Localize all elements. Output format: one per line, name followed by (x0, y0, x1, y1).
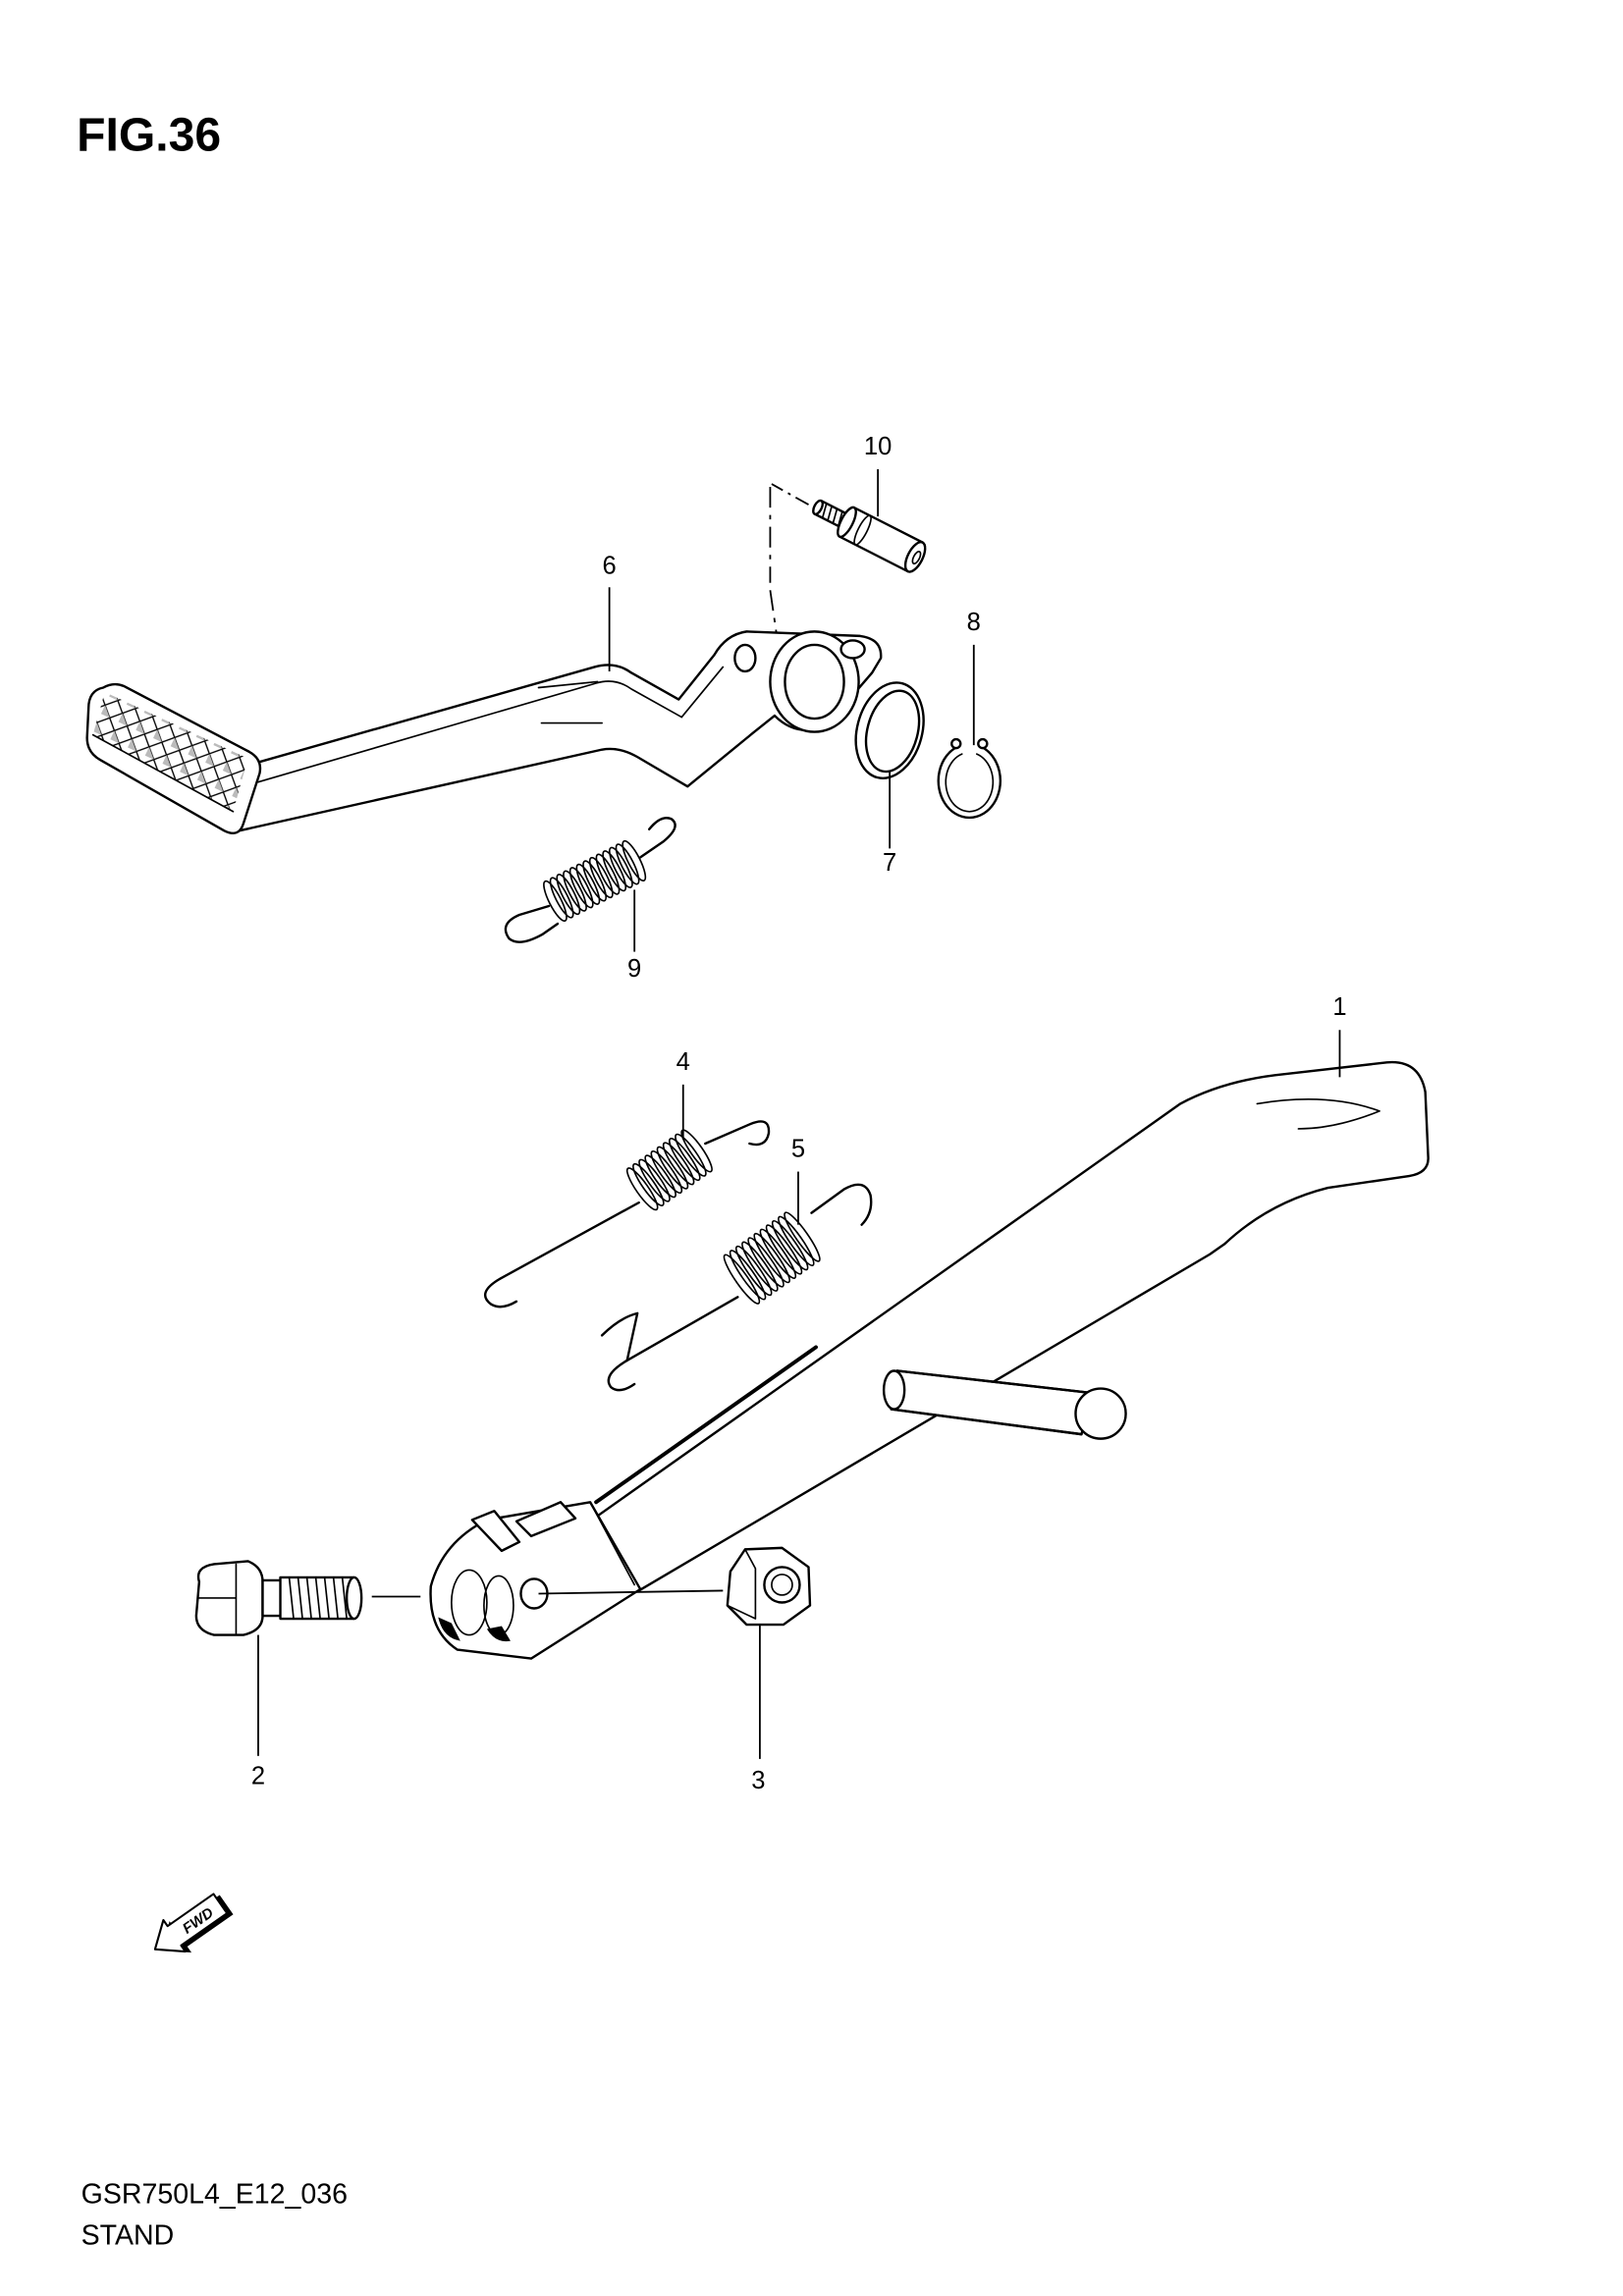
part-2-bolt (194, 1560, 363, 1636)
part-1-side-stand (429, 1060, 1430, 1660)
callout-8: 8 (967, 609, 981, 636)
callout-6: 6 (603, 553, 617, 580)
diagram-caption: STAND (81, 2219, 175, 2251)
part-10-pin (769, 483, 927, 672)
part-6-lever (85, 630, 883, 834)
diagram-code: GSR750L4_E12_036 (81, 2178, 348, 2210)
callout-2: 2 (251, 1762, 265, 1789)
callout-labels: 1 2 3 4 5 6 7 8 9 10 (251, 433, 1347, 1794)
leader-lines (257, 469, 1341, 1759)
callout-7: 7 (883, 849, 896, 877)
fwd-arrow-icon: FWD (153, 1893, 234, 1953)
callout-10: 10 (864, 433, 892, 460)
figure-title: FIG.36 (77, 108, 221, 161)
part-5-spring (600, 1183, 873, 1392)
part-7-washer (854, 681, 925, 779)
callout-1: 1 (1332, 993, 1346, 1021)
callout-3: 3 (751, 1767, 765, 1794)
callout-5: 5 (791, 1136, 805, 1163)
callout-4: 4 (676, 1048, 690, 1076)
part-8-circlip (937, 737, 1002, 820)
callout-9: 9 (627, 955, 641, 983)
part-3-nut (726, 1546, 812, 1627)
part-9-spring (504, 817, 676, 943)
part-4-spring (483, 1120, 771, 1308)
